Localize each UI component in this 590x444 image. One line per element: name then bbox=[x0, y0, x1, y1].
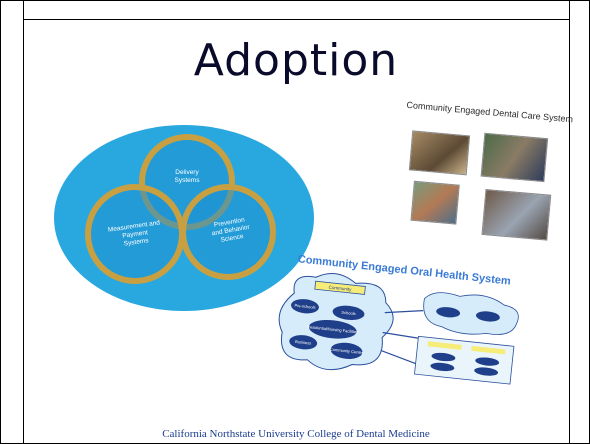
node-label-community-center: Community Center bbox=[330, 347, 364, 356]
health-system-label bbox=[471, 345, 506, 355]
node-label-preschools: Pre-schools bbox=[294, 303, 316, 310]
oral-health-system-diagram: Community Engaged Oral Health System Com… bbox=[265, 251, 567, 411]
ring-prevention bbox=[180, 184, 276, 280]
connector-arrow bbox=[382, 331, 421, 340]
dental-care-photo-collage: Community Engaged Dental Care System bbox=[396, 100, 577, 244]
photo-children bbox=[480, 132, 549, 183]
slide-title: Adoption bbox=[193, 35, 399, 86]
node-business bbox=[289, 335, 318, 350]
node-label-schools: Schools bbox=[341, 310, 356, 316]
health-system-node bbox=[430, 362, 455, 372]
health-system-node bbox=[431, 352, 456, 362]
right-border-line bbox=[569, 1, 570, 443]
dental-node bbox=[475, 311, 500, 322]
footer-text: California Northstate University College… bbox=[162, 428, 430, 440]
node-preschools bbox=[291, 299, 319, 314]
top-border-line bbox=[23, 19, 570, 20]
health-system-label bbox=[427, 341, 462, 350]
system-diagram-graphic: Community Pre-schools Schools Residentia… bbox=[278, 273, 519, 385]
photo-classroom bbox=[408, 130, 471, 176]
node-label-residential: Residential/Nursing Facilities bbox=[307, 324, 359, 334]
photo-seniors bbox=[481, 189, 552, 241]
node-label-community: Community bbox=[328, 285, 352, 292]
node-community-center bbox=[330, 342, 363, 359]
dental-cloud bbox=[423, 292, 519, 335]
health-system-node bbox=[475, 357, 500, 366]
connector-arrow bbox=[384, 310, 424, 314]
health-system-node bbox=[474, 367, 499, 376]
connector-arrow bbox=[380, 349, 418, 365]
node-schools bbox=[332, 305, 365, 321]
venn-label-prevention: Preventionand BehaviorScience bbox=[210, 216, 253, 245]
photo-dental-visit bbox=[410, 180, 460, 225]
community-box bbox=[314, 280, 366, 295]
dental-node bbox=[436, 307, 461, 318]
node-label-business: Business bbox=[295, 339, 312, 346]
left-border-line bbox=[23, 1, 24, 443]
photo-collage-title: Community Engaged Dental Care System bbox=[406, 99, 574, 125]
node-residential bbox=[308, 319, 357, 339]
